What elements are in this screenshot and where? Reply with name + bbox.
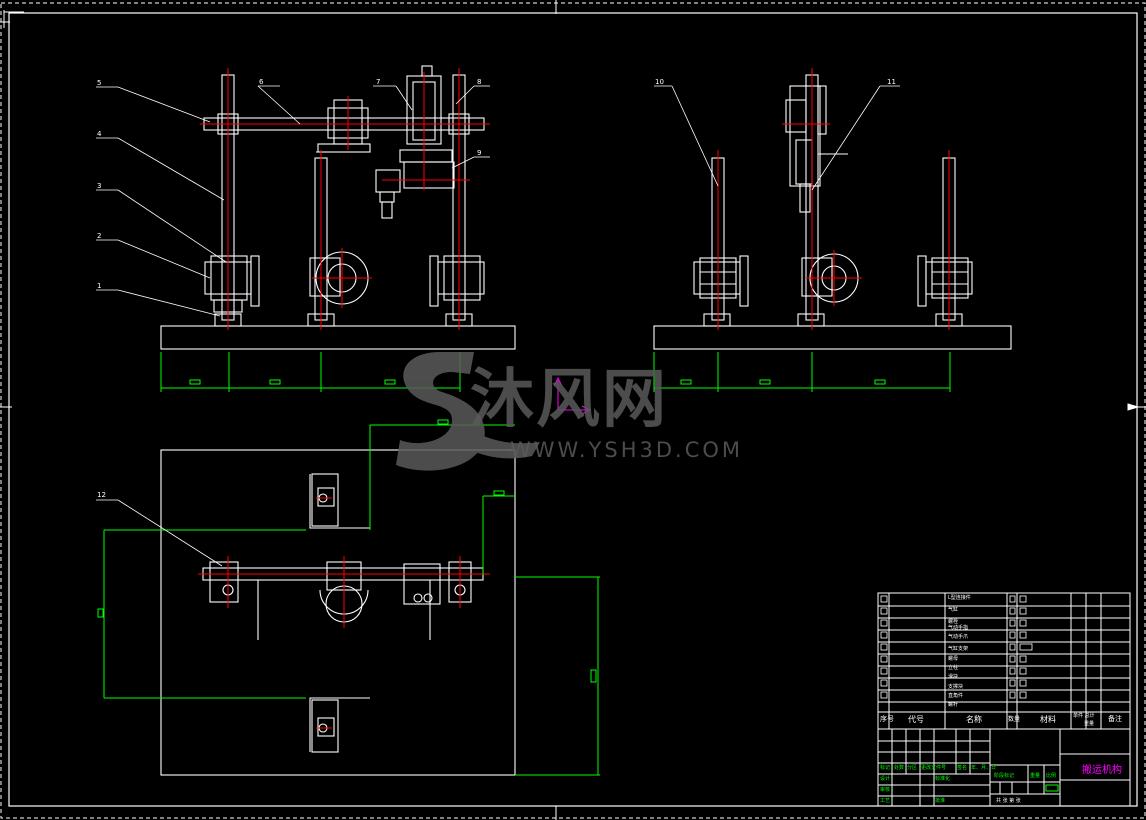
side-centerlines xyxy=(717,68,950,330)
tb-header-remark: 备注 xyxy=(1108,715,1122,723)
tb-sign-signature: 签名 xyxy=(957,765,968,771)
watermark-logo xyxy=(396,352,540,471)
tb-role-approve: 批准 xyxy=(935,798,946,804)
tb-part-10: 支撑块 xyxy=(948,684,964,690)
front-centerlines xyxy=(200,68,490,330)
balloon-4: 4 xyxy=(97,130,102,138)
tb-header-qty: 数量 xyxy=(1008,716,1021,723)
top-view xyxy=(160,449,516,776)
balloon-9: 9 xyxy=(477,149,482,157)
drawing-title: 搬运机构 xyxy=(1082,765,1122,776)
top-centerlines xyxy=(198,497,490,729)
side-view xyxy=(653,74,1012,350)
tb-sign-zone: 分区 xyxy=(907,765,918,771)
tb-part-9: 滑块 xyxy=(948,674,959,680)
tb-role-standard: 标准化 xyxy=(935,776,951,782)
tb-role-review: 审核 xyxy=(880,787,891,793)
title-block-lines xyxy=(877,592,1131,807)
side-dimensions xyxy=(653,352,951,392)
top-leaders xyxy=(96,499,223,567)
tb-sign-mark: 标记 xyxy=(880,765,891,771)
tb-part-1: L型连接件 xyxy=(948,595,971,601)
tb-header-seq: 序号 xyxy=(880,715,894,723)
tb-scale-label: 比例 xyxy=(1046,773,1057,779)
tb-weight-label: 重量 xyxy=(1030,773,1041,779)
tb-part-8: 立柱 xyxy=(948,665,959,671)
tb-part-11: 直角件 xyxy=(948,693,964,699)
side-base-plate xyxy=(653,325,1012,350)
balloon-2: 2 xyxy=(97,232,102,240)
tb-role-process: 工艺 xyxy=(880,798,891,804)
tb-sheet: 共 张 第 张 xyxy=(996,798,1021,804)
tb-sign-count: 处数 xyxy=(894,765,905,771)
ucs-icon xyxy=(553,376,592,415)
tb-header-name: 名称 xyxy=(966,715,982,724)
tb-part-3: 螺栓 xyxy=(948,619,959,625)
balloon-11: 11 xyxy=(887,78,896,86)
tb-header-material: 材料 xyxy=(1040,715,1056,724)
tb-part-4: 气动手指 xyxy=(948,625,969,631)
side-leaders xyxy=(654,85,900,191)
balloon-8: 8 xyxy=(477,78,482,86)
balloon-7: 7 xyxy=(376,78,381,86)
tb-part-5: 气动手爪 xyxy=(948,634,969,640)
tb-part-2: 气缸 xyxy=(948,607,959,613)
front-leaders xyxy=(96,85,490,317)
front-view xyxy=(160,65,516,350)
tb-role-design: 设计 xyxy=(880,776,891,782)
balloon-1: 1 xyxy=(97,282,102,290)
front-base-plate xyxy=(160,325,516,350)
top-dimensions xyxy=(97,419,600,776)
balloon-12: 12 xyxy=(97,491,106,499)
balloon-5: 5 xyxy=(97,79,102,87)
balloon-6: 6 xyxy=(259,78,264,86)
tb-header-code: 代号 xyxy=(908,715,924,724)
tb-part-6: 气缸支架 xyxy=(948,646,969,652)
tb-sign-file: 更改文件号 xyxy=(921,765,947,771)
tb-part-7: 螺母 xyxy=(948,656,959,662)
tb-sign-date: 年、月、日 xyxy=(971,765,997,771)
tb-stage: 阶段标记 xyxy=(994,773,1015,779)
balloon-3: 3 xyxy=(97,182,102,190)
tb-part-12: 螺杆 xyxy=(948,702,959,708)
balloon-10: 10 xyxy=(655,78,664,86)
top-base-plate xyxy=(160,449,516,776)
tb-header-weight-sub: 重量 xyxy=(1084,721,1095,727)
watermark-url: WWW.YSH3D.COM xyxy=(510,438,744,462)
inner-border xyxy=(8,12,1138,807)
tb-header-weight: 单件 总计 xyxy=(1073,713,1095,719)
watermark-brand: 沐风网 xyxy=(470,363,668,437)
